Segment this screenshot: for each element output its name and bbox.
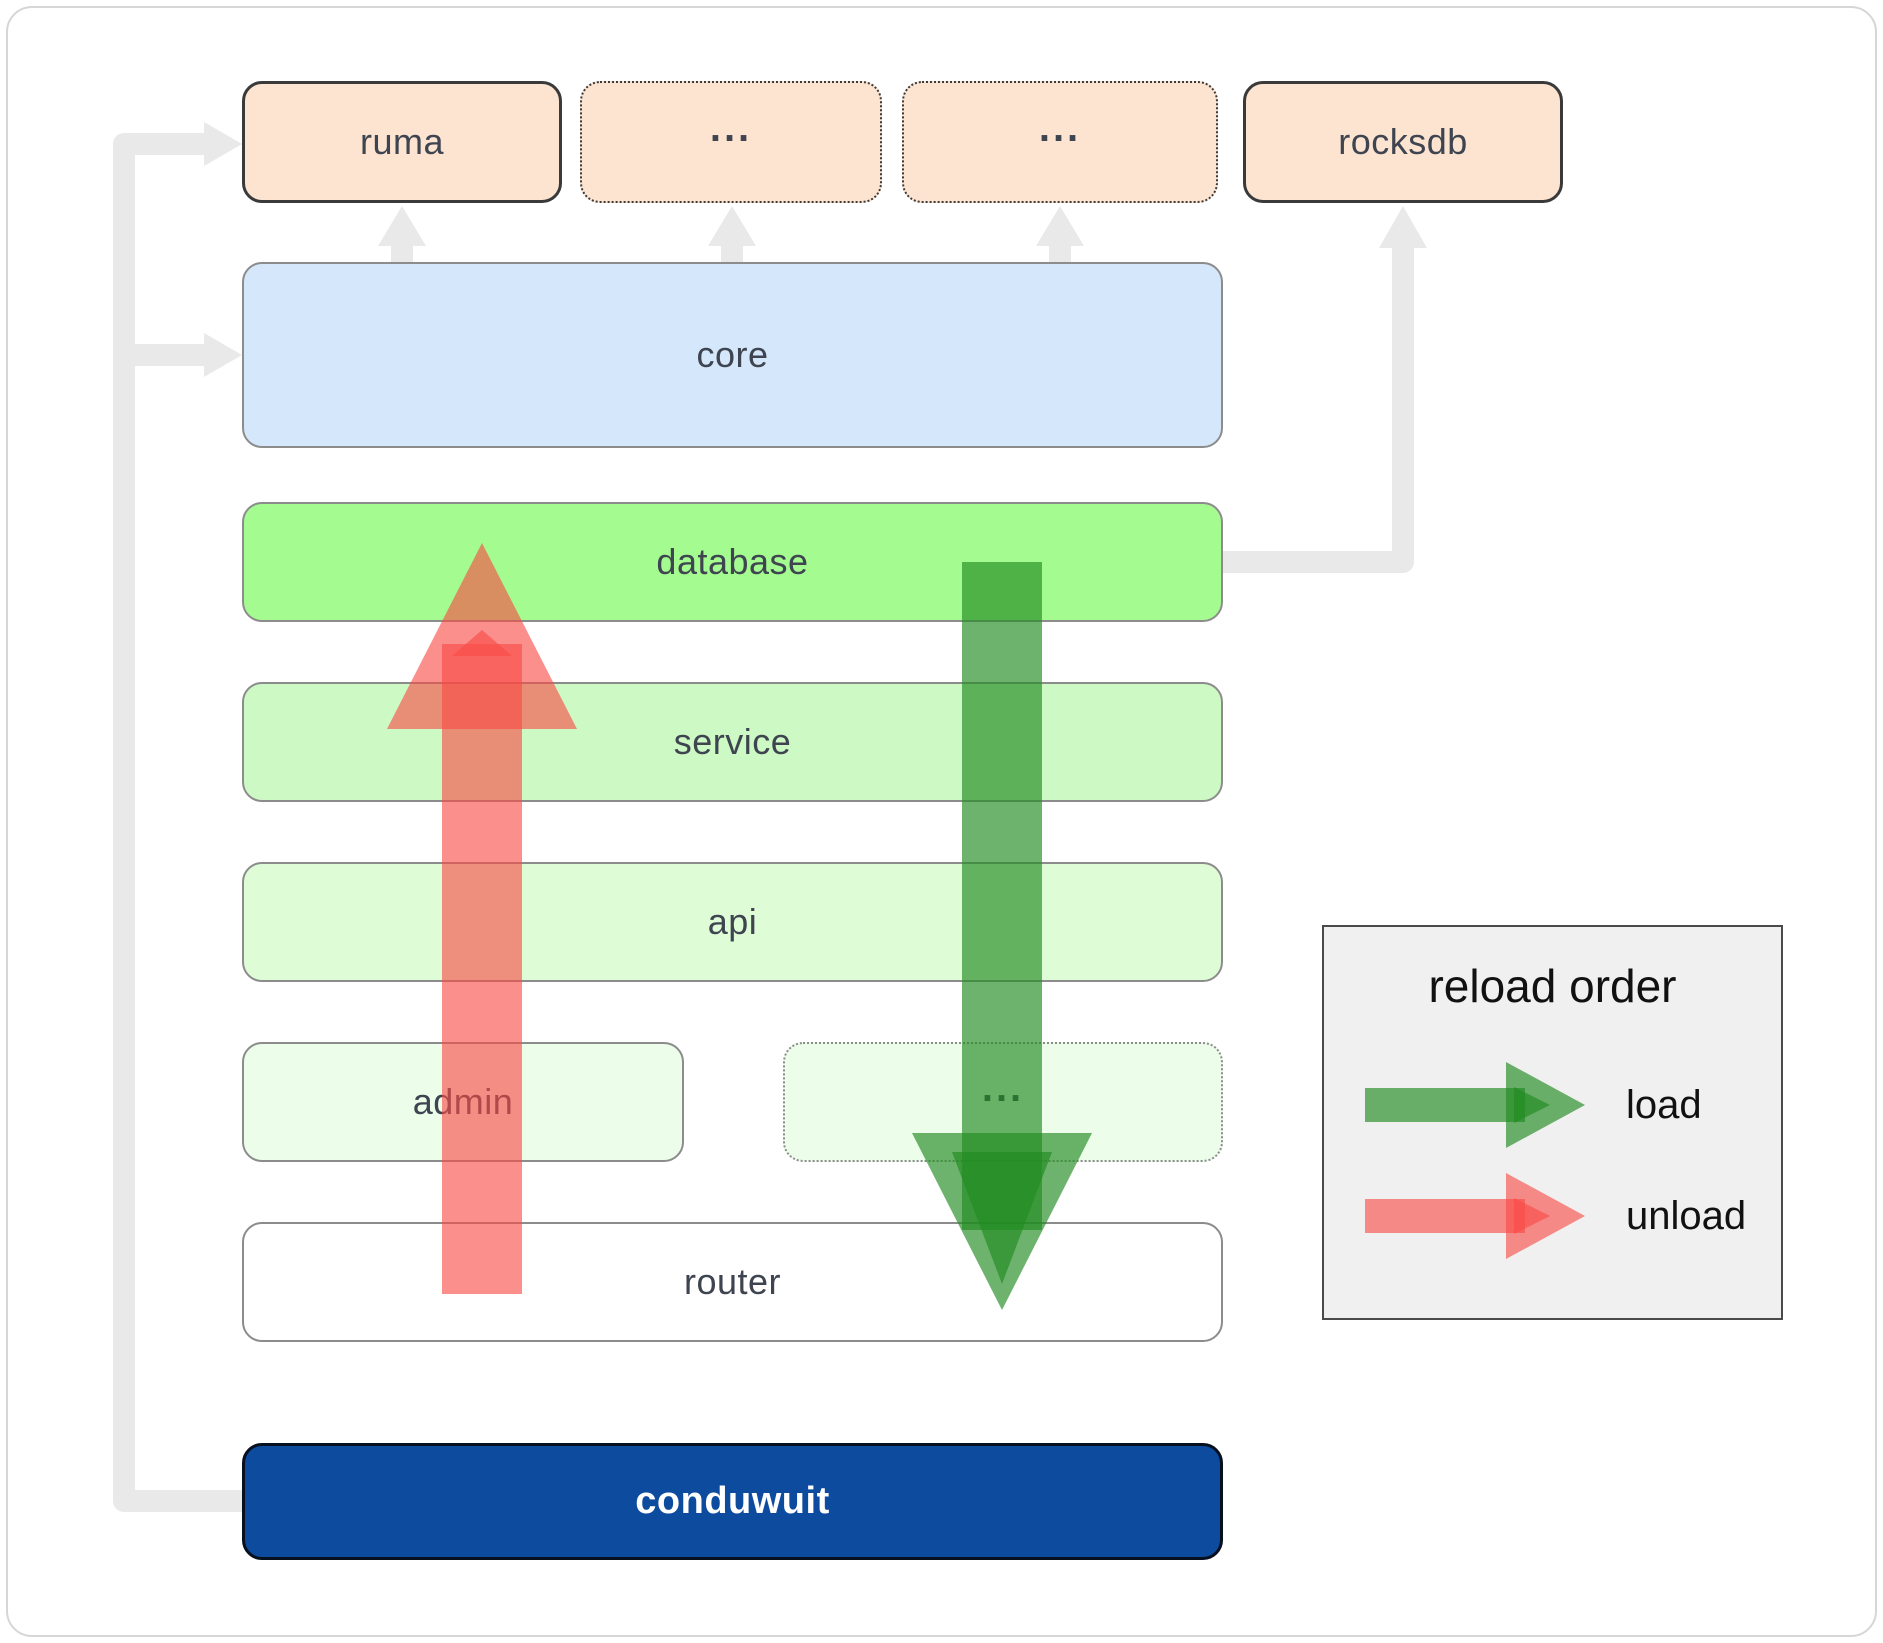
box-router: router (242, 1222, 1223, 1342)
box-router-label: router (683, 1261, 782, 1302)
box-database: database (242, 502, 1223, 622)
box-admin-label: admin (412, 1081, 514, 1122)
box-core-label: core (696, 334, 769, 375)
box-rocksdb: rocksdb (1243, 81, 1563, 203)
legend-load-arrow-inner-head (1514, 1087, 1550, 1123)
box-ellipsis-admin-row: ... (783, 1042, 1223, 1162)
box-conduwuit-label: conduwuit (635, 1480, 830, 1522)
legend-unload-arrow-inner-head (1514, 1198, 1550, 1234)
legend-arrows (1365, 1062, 1585, 1259)
box-ellipsis-top-2-label: ... (1038, 106, 1082, 151)
box-service: service (242, 682, 1223, 802)
box-api: api (242, 862, 1223, 982)
legend-unload-label: unload (1626, 1194, 1747, 1238)
legend-unload-arrow-shaft (1365, 1199, 1525, 1233)
legend-load-label: load (1626, 1083, 1702, 1127)
box-ellipsis-top-1: ... (580, 81, 882, 203)
box-ellipsis-top-2: ... (902, 81, 1218, 203)
box-core: core (242, 262, 1223, 448)
box-ruma: ruma (242, 81, 562, 203)
box-conduwuit: conduwuit (242, 1443, 1223, 1560)
box-ellipsis-admin-row-label: ... (981, 1066, 1025, 1111)
box-rocksdb-label: rocksdb (1338, 121, 1468, 162)
box-admin: admin (242, 1042, 684, 1162)
legend-title: reload order (1428, 960, 1677, 1012)
box-ellipsis-top-1-label: ... (709, 106, 753, 151)
box-api-label: api (707, 901, 758, 942)
box-service-label: service (673, 721, 792, 762)
box-ruma-label: ruma (359, 121, 445, 162)
legend-load-arrow-shaft (1365, 1088, 1525, 1122)
box-database-label: database (656, 541, 809, 582)
legend-reload-order: reload order load unload (1322, 925, 1783, 1320)
outer-frame (6, 6, 1877, 1637)
